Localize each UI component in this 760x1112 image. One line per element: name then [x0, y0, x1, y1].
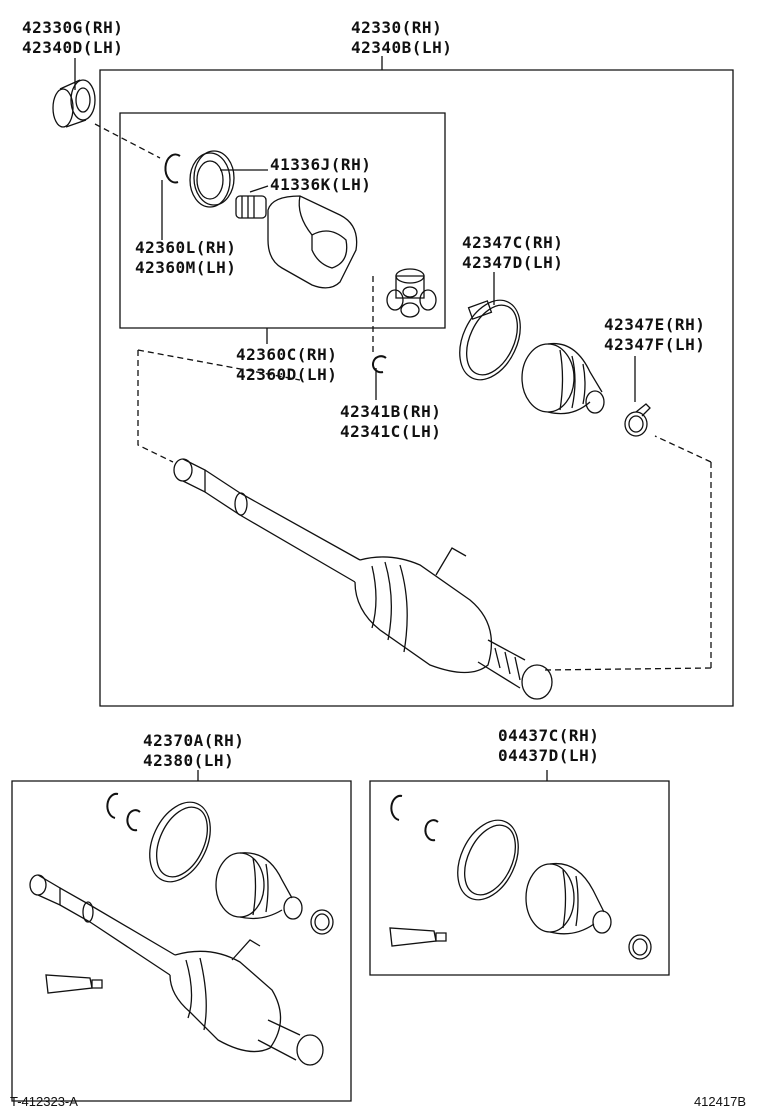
- boot-kit-small-band-icon: [629, 935, 651, 959]
- snap-ring-label-rh: 42360L(RH): [135, 238, 237, 257]
- boot-band-label-rh: 42347C(RH): [462, 233, 564, 252]
- kit-drive-shaft-icon: [30, 875, 323, 1065]
- seal-label-rh: 41336J(RH): [270, 155, 372, 174]
- outboard-assembly-frame: [12, 781, 351, 1101]
- boot-band-label-lh: 42347D(LH): [462, 253, 564, 272]
- boot-kit-label-lh: 04437D(LH): [498, 746, 600, 765]
- boot-kit-grease-tube-icon: [390, 928, 446, 946]
- shaft-assy-label-lh: 42340B(LH): [351, 38, 453, 57]
- small-band-label-rh: 42347E(RH): [604, 315, 706, 334]
- boot-icon: [522, 344, 604, 414]
- boot-kit-label-rh: 04437C(RH): [498, 726, 600, 745]
- snap-ring-icon: [165, 154, 180, 182]
- inboard-joint-icon: [236, 196, 357, 288]
- boot-kit-boot-icon: [526, 864, 611, 934]
- grease-tube-icon: [46, 975, 102, 993]
- shaft-assy-label-rh: 42330(RH): [351, 18, 443, 37]
- snap-ring-label-lh: 42360M(LH): [135, 258, 237, 277]
- kit-boot-icon: [216, 853, 302, 919]
- bearing-label-rh: 42330G(RH): [22, 18, 124, 37]
- clip-icon: [373, 356, 386, 372]
- boot-band-icon: [448, 291, 532, 390]
- inboard-joint-label-lh: 42360D(LH): [236, 365, 338, 384]
- footer-left-code: T-412323-A: [10, 1094, 78, 1109]
- clip-label-lh: 42341C(LH): [340, 422, 442, 441]
- seal-icon: [190, 151, 234, 207]
- boot-kit-band-icon: [446, 811, 530, 910]
- bearing-icon: [53, 80, 95, 127]
- outboard-assy-label-rh: 42370A(RH): [143, 731, 245, 750]
- inboard-joint-frame: [120, 113, 445, 328]
- shaft-assembly-frame: [100, 70, 733, 706]
- drive-shaft-icon: [174, 459, 552, 699]
- inboard-joint-label-rh: 42360C(RH): [236, 345, 338, 364]
- boot-kit-snap-ring-icon: [391, 796, 402, 820]
- seal-label-lh: 41336K(LH): [270, 175, 372, 194]
- assembly-dashed-lines: [95, 124, 711, 670]
- kit-clip-icon: [127, 810, 140, 830]
- footer-right-code: 412417B: [693, 1094, 746, 1109]
- small-band-icon: [625, 404, 650, 436]
- tripod-icon: [387, 269, 436, 317]
- bearing-label-lh: 42340D(LH): [22, 38, 124, 57]
- boot-kit-clip-icon: [425, 820, 438, 840]
- kit-small-band-icon: [311, 910, 333, 934]
- clip-label-rh: 42341B(RH): [340, 402, 442, 421]
- outboard-assy-label-lh: 42380(LH): [143, 751, 235, 770]
- kit-band-icon: [138, 793, 222, 892]
- small-band-label-lh: 42347F(LH): [604, 335, 706, 354]
- boot-kit-frame: [370, 781, 669, 975]
- kit-snap-ring-icon: [107, 794, 118, 818]
